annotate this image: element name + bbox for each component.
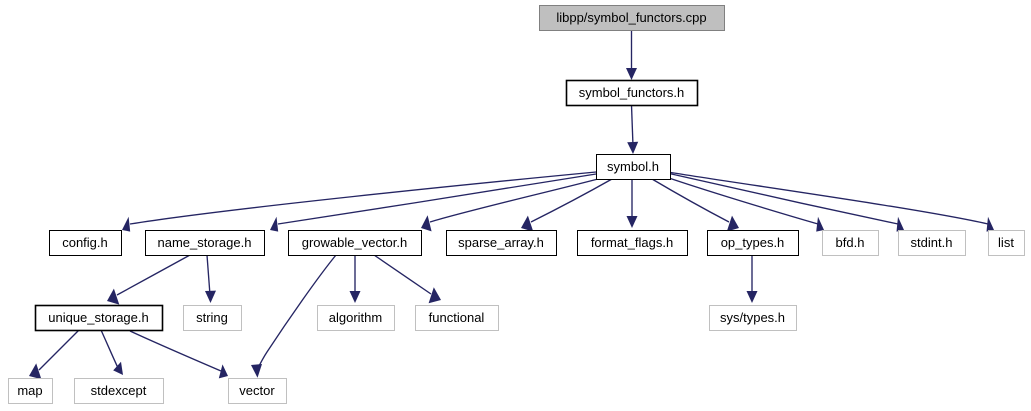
graph-node-map[interactable]: mapmap bbox=[8, 378, 53, 404]
arrowhead-icon bbox=[816, 216, 824, 232]
edge-line bbox=[666, 172, 899, 225]
arrowhead-icon bbox=[986, 216, 994, 232]
node-box[interactable] bbox=[415, 305, 499, 331]
graph-edge bbox=[666, 172, 904, 232]
graph-node-op-types-h[interactable]: op_types.hop_types.h bbox=[707, 230, 799, 256]
node-box[interactable] bbox=[34, 304, 164, 332]
graph-edge bbox=[665, 176, 824, 232]
arrowhead-icon bbox=[29, 363, 42, 380]
node-box[interactable] bbox=[988, 230, 1025, 256]
graph-node-functional[interactable]: functionalfunctional bbox=[415, 305, 499, 331]
arrowhead-icon bbox=[218, 364, 228, 379]
edge-line bbox=[429, 178, 599, 223]
arrowhead-icon bbox=[107, 288, 120, 305]
arrowhead-icon bbox=[270, 216, 279, 232]
node-box[interactable] bbox=[145, 230, 265, 256]
graph-edge bbox=[107, 254, 191, 305]
graph-edge bbox=[746, 255, 758, 303]
edges-layer bbox=[29, 30, 994, 380]
graph-edge bbox=[129, 330, 228, 379]
edge-line bbox=[116, 254, 191, 296]
graph-edge bbox=[667, 171, 994, 232]
graph-node-vector[interactable]: vectorvector bbox=[228, 378, 287, 404]
node-box[interactable] bbox=[707, 230, 799, 256]
graph-edge bbox=[626, 179, 638, 228]
graph-edge bbox=[349, 255, 361, 303]
graph-edge bbox=[122, 171, 597, 232]
arrowhead-icon bbox=[896, 216, 904, 232]
node-box[interactable] bbox=[317, 305, 395, 331]
graph-edge bbox=[421, 178, 599, 232]
graph-edge bbox=[29, 329, 80, 380]
edge-line bbox=[630, 104, 634, 147]
edge-line bbox=[206, 254, 211, 296]
edge-line bbox=[667, 171, 989, 225]
node-box[interactable] bbox=[709, 305, 797, 331]
arrowhead-icon bbox=[251, 364, 262, 378]
node-box[interactable] bbox=[539, 5, 725, 31]
arrowhead-icon bbox=[428, 287, 441, 304]
graph-edge bbox=[251, 254, 337, 378]
edge-line bbox=[651, 178, 730, 223]
node-box[interactable] bbox=[8, 378, 53, 404]
node-box[interactable] bbox=[74, 378, 164, 404]
graph-node-unique-storage-h[interactable]: unique_storage.hunique_storage.h bbox=[34, 304, 164, 332]
node-box[interactable] bbox=[822, 230, 879, 256]
graph-edge bbox=[205, 254, 216, 303]
graph-edge bbox=[651, 178, 739, 232]
graph-node-sys-types-h[interactable]: sys/types.hsys/types.h bbox=[709, 305, 797, 331]
arrowhead-icon bbox=[205, 290, 216, 303]
node-box[interactable] bbox=[577, 230, 688, 256]
arrowhead-icon bbox=[122, 216, 131, 232]
edge-line bbox=[100, 329, 119, 369]
graph-edge bbox=[100, 329, 123, 375]
edge-line bbox=[277, 173, 597, 225]
graph-node-list[interactable]: listlist bbox=[988, 230, 1025, 256]
arrowhead-icon bbox=[521, 215, 534, 232]
arrowhead-icon bbox=[626, 216, 638, 228]
graph-node-root[interactable]: libpp/symbol_functors.cpplibpp/symbol_fu… bbox=[539, 5, 725, 31]
graph-edge bbox=[373, 254, 441, 304]
arrowhead-icon bbox=[349, 291, 361, 303]
arrowhead-icon bbox=[113, 361, 123, 375]
node-box[interactable] bbox=[288, 230, 422, 256]
graph-edge bbox=[270, 173, 597, 232]
graph-edge bbox=[627, 104, 639, 154]
arrowhead-icon bbox=[626, 68, 637, 80]
node-box[interactable] bbox=[183, 305, 242, 331]
graph-edge bbox=[626, 30, 637, 80]
edge-line bbox=[129, 171, 597, 225]
edge-line bbox=[373, 254, 432, 295]
graph-node-algorithm[interactable]: algorithmalgorithm bbox=[317, 305, 395, 331]
edge-line bbox=[256, 254, 337, 371]
arrowhead-icon bbox=[726, 215, 739, 232]
graph-node-string[interactable]: stringstring bbox=[183, 305, 242, 331]
edge-line bbox=[530, 178, 613, 223]
node-box[interactable] bbox=[228, 378, 287, 404]
node-box[interactable] bbox=[49, 230, 122, 256]
graph-edge bbox=[521, 178, 613, 232]
arrowhead-icon bbox=[421, 215, 432, 232]
node-box[interactable] bbox=[565, 79, 699, 107]
graph-node-stdexcept[interactable]: stdexceptstdexcept bbox=[74, 378, 164, 404]
edge-line bbox=[38, 329, 80, 371]
arrowhead-icon bbox=[627, 141, 639, 154]
node-box[interactable] bbox=[898, 230, 966, 256]
arrowhead-icon bbox=[746, 291, 758, 303]
node-box[interactable] bbox=[596, 154, 671, 180]
edge-line bbox=[665, 176, 819, 225]
edge-line bbox=[129, 330, 222, 372]
nodes-layer: libpp/symbol_functors.cpplibpp/symbol_fu… bbox=[8, 5, 1025, 404]
node-box[interactable] bbox=[446, 230, 557, 256]
